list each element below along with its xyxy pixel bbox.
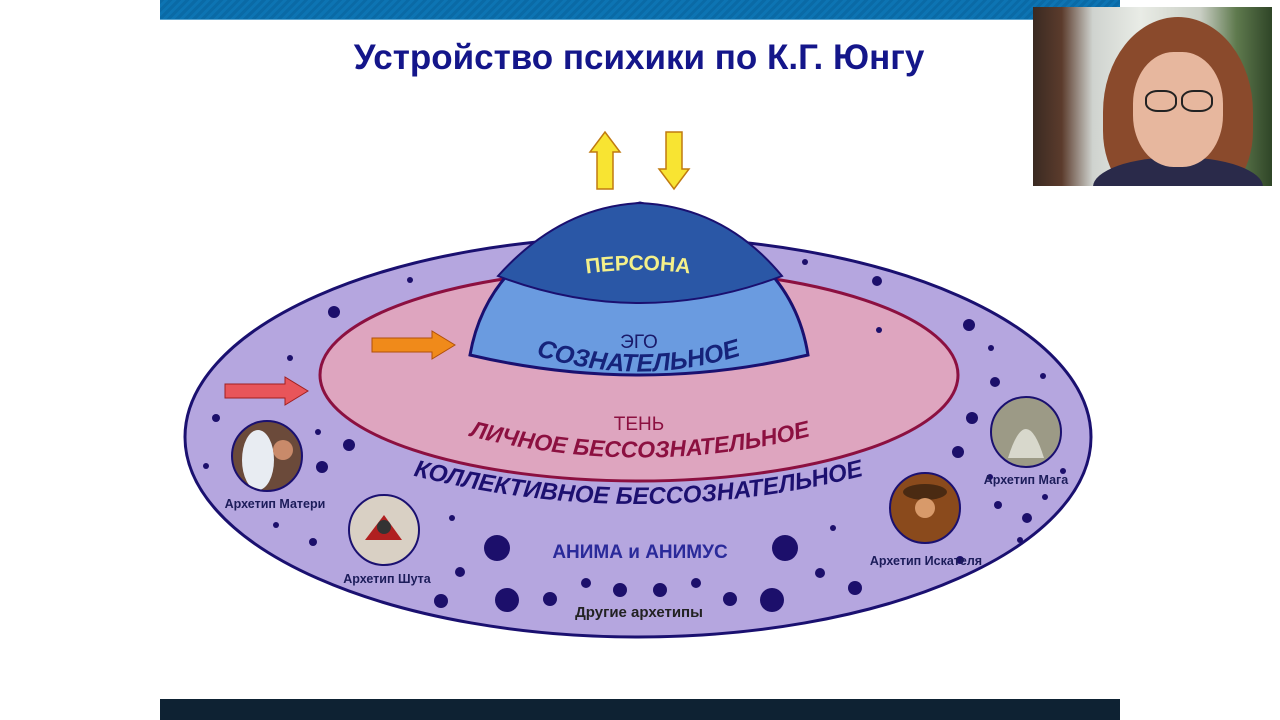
archetype-dot <box>988 345 994 351</box>
persona-cap <box>496 201 784 304</box>
archetype-dot <box>1060 468 1066 474</box>
archetype-dot <box>952 446 964 458</box>
archetype-dot <box>1017 537 1023 543</box>
archetype-dot <box>876 327 882 333</box>
archetype-dot <box>449 515 455 521</box>
archetype-magician: Архетип Мага <box>984 396 1069 487</box>
archetype-seeker-label: Архетип Искателя <box>870 554 982 568</box>
slide-header-bar <box>160 0 1120 20</box>
archetype-dot <box>434 594 448 608</box>
archetype-dot <box>848 581 862 595</box>
archetype-dot <box>316 461 328 473</box>
other-archetypes-label: Другие архетипы <box>575 604 703 621</box>
archetype-dot <box>309 538 317 546</box>
archetype-dot <box>1022 513 1032 523</box>
slide-title-text: Устройство психики по К.Г. Юнгу <box>353 38 925 77</box>
archetype-dot <box>802 259 808 265</box>
archetype-dot <box>830 525 836 531</box>
archetype-dot <box>691 578 701 588</box>
persona-text: ПЕРСОНА <box>584 252 692 278</box>
archetype-dot <box>407 277 413 283</box>
archetype-dot <box>1040 373 1046 379</box>
archetype-mother: Архетип Матери <box>225 420 326 511</box>
arrow-right-red-icon <box>224 376 309 406</box>
archetype-dot <box>455 567 465 577</box>
persona-label: ПЕРСОНА <box>584 252 692 278</box>
archetype-magician-label: Архетип Мага <box>984 473 1069 487</box>
archetype-dot <box>994 501 1002 509</box>
slide-footer-bar <box>160 699 1120 720</box>
archetype-dot <box>203 463 209 469</box>
shadow-label: ТЕНЬ <box>614 414 664 435</box>
archetype-dot <box>495 588 519 612</box>
archetype-dot <box>343 439 355 451</box>
arrow-right-orange-icon <box>371 330 456 360</box>
archetype-dot <box>956 556 964 564</box>
archetype-dot <box>212 414 220 422</box>
webcam-video <box>1033 7 1272 186</box>
archetype-dot <box>581 578 591 588</box>
archetype-dot <box>966 412 978 424</box>
archetype-dot <box>760 588 784 612</box>
archetype-dot <box>484 535 510 561</box>
archetype-dot <box>723 592 737 606</box>
archetype-dot <box>287 355 293 361</box>
archetype-seeker: Архетип Искателя <box>870 472 982 568</box>
archetype-dot <box>543 592 557 606</box>
archetype-dot <box>1042 494 1048 500</box>
archetype-dot <box>872 276 882 286</box>
archetype-dot <box>273 522 279 528</box>
archetype-dot <box>653 583 667 597</box>
archetype-mother-label: Архетип Матери <box>225 497 326 511</box>
archetype-dot <box>772 535 798 561</box>
arrow-down-icon <box>657 131 691 191</box>
archetype-dot <box>315 429 321 435</box>
slide-title: Устройство психики по К.Г. Юнгу <box>160 38 1120 78</box>
ego-label: ЭГО <box>620 332 658 353</box>
archetype-dot <box>987 474 993 480</box>
archetype-dot <box>815 568 825 578</box>
archetype-dots <box>203 259 1066 612</box>
archetype-dot <box>328 306 340 318</box>
anima-animus-label: АНИМА и АНИМУС <box>552 542 728 563</box>
archetype-dot <box>963 319 975 331</box>
archetype-jester: Архетип Шута <box>343 494 432 586</box>
arrow-up-icon <box>588 130 622 190</box>
archetype-jester-label: Архетип Шута <box>343 572 432 586</box>
archetype-dot <box>613 583 627 597</box>
archetype-dot <box>990 377 1000 387</box>
